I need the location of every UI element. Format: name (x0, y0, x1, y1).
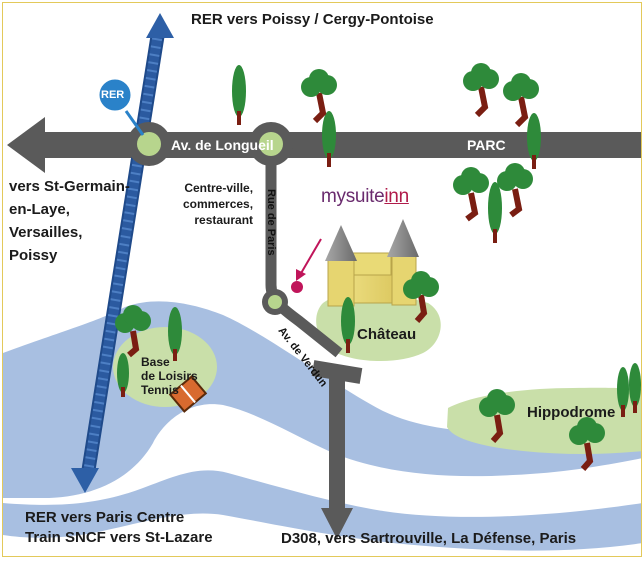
label-av-longueil: Av. de Longueil (171, 137, 274, 153)
map-graphics (3, 13, 641, 551)
trees (115, 63, 641, 471)
label-west-destinations: vers St-Germain- en-Laye, Versailles, Po… (9, 178, 130, 264)
brand-part-1: mysuite (321, 186, 385, 207)
label-centre-ville: Centre-ville, commerces, restaurant (183, 181, 254, 227)
label-bottom-road: D308, vers Sartrouville, La Défense, Par… (281, 530, 577, 547)
brand-part-2: inn (384, 186, 409, 207)
rer-station-badge-icon (96, 76, 145, 136)
tennis-court-icon (168, 375, 208, 413)
label-top-rer: RER vers Poissy / Cergy-Pontoise (191, 11, 434, 28)
hotel-brand-logo: mysuiteinn (321, 186, 409, 208)
label-hippodrome: Hippodrome (527, 404, 616, 421)
label-bottom-left-trains: RER vers Paris Centre Train SNCF vers St… (25, 509, 213, 546)
rer-line (71, 13, 174, 493)
roundabouts (127, 122, 293, 315)
west-arrowhead (7, 117, 45, 173)
south-arrowhead (321, 508, 353, 539)
label-chateau: Château (357, 326, 417, 343)
chateau-icon (325, 219, 419, 307)
rer-badge-label: RER (101, 89, 125, 101)
label-base-loisirs: Base de Loisirs Tennis (141, 355, 198, 397)
hotel-location-marker-icon (291, 238, 322, 293)
label-rue-de-paris: Rue de Paris (265, 189, 277, 256)
label-parc: PARC (467, 137, 506, 153)
